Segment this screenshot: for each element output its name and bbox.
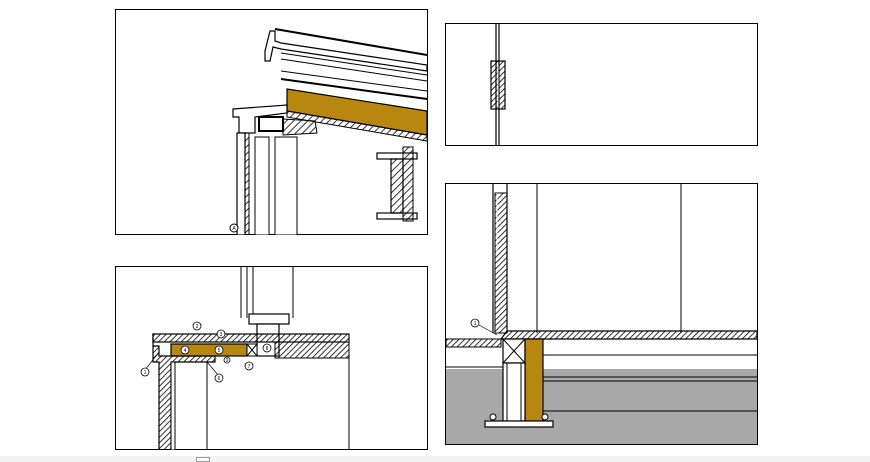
detail-panel-roof-eave: A: [115, 9, 428, 235]
lower-gutter-profile: [232, 104, 288, 134]
callout-group: 1 2 3 4 5 6 7 8 9: [140, 321, 272, 383]
callout-marker: [192, 321, 202, 331]
foundation-detail-drawing: 1: [445, 183, 758, 445]
callout-label: 9: [226, 358, 229, 364]
floor-slab-top: [152, 333, 350, 343]
callout-marker: [214, 345, 224, 355]
callout-marker: [140, 367, 150, 377]
callout-label: 1: [474, 321, 477, 327]
scrollbar-thumb[interactable]: [196, 457, 210, 462]
callout-marker: [180, 345, 190, 355]
upper-gutter-profile: [264, 30, 428, 72]
wall-joint-drawing: [445, 23, 758, 146]
callout-marker: [214, 373, 224, 383]
detail-panel-sill: 1 2 3 4 5 6 7 8 9: [115, 266, 428, 450]
callout-label: 6: [218, 376, 221, 382]
roof-edge-line: [274, 28, 428, 56]
callout-marker: [223, 356, 231, 364]
callout-label: 7: [248, 364, 251, 370]
floor-slab: [499, 330, 758, 340]
foundation-post: [502, 362, 526, 422]
callout-label: 8: [266, 346, 269, 352]
roof-eave-section-drawing: A: [115, 9, 428, 235]
callout-label: 5: [218, 348, 221, 354]
bottom-scroll-track[interactable]: [0, 456, 870, 462]
foundation-insulation: [524, 338, 544, 422]
callout-marker-a: [229, 223, 239, 233]
wall-outer-leaf: [236, 132, 246, 235]
detail-panel-wall-joint: [445, 23, 758, 146]
callout-marker: [216, 329, 226, 339]
sill-detail-drawing: 1 2 3 4 5 6 7 8 9: [115, 266, 428, 450]
steel-beam-web: [390, 158, 404, 214]
callout-marker: [262, 343, 272, 353]
ground-fill: [446, 369, 757, 444]
callout-label: A: [232, 226, 236, 232]
callout-marker: [244, 361, 254, 371]
base-plate: [484, 420, 554, 428]
callout-label: 4: [184, 348, 187, 354]
callout-label: 3: [220, 332, 223, 338]
callout-label: 1: [144, 370, 147, 376]
detail-panel-foundation: 1: [445, 183, 758, 445]
floor-slab: [274, 341, 350, 359]
callout-marker: [470, 318, 480, 328]
edge-angle-profile: [152, 334, 216, 450]
callout-label: 2: [196, 324, 199, 330]
